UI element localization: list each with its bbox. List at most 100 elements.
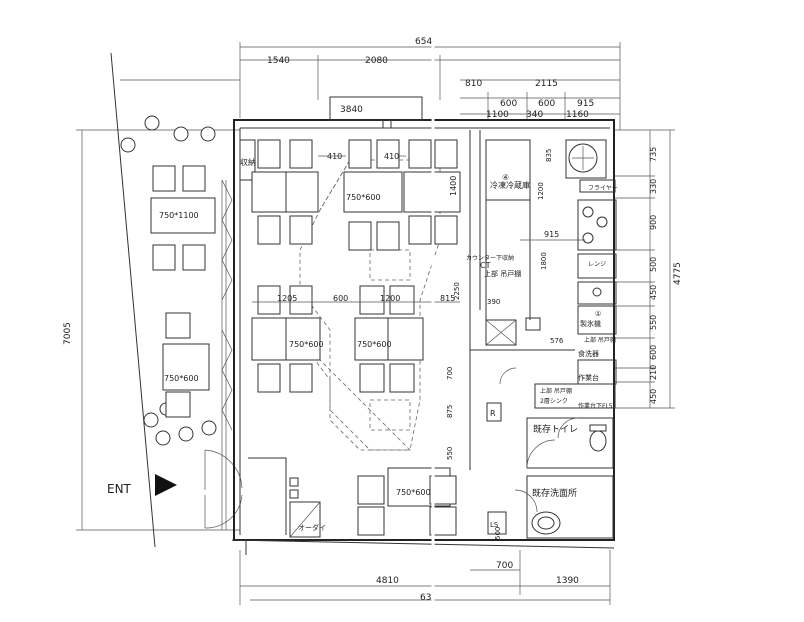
dim-410b: 410	[384, 152, 399, 161]
right-dimensions: 735 330 900 500 450 550 600 210 450 4775	[615, 129, 683, 409]
dish-rack-label: 食洗器	[578, 349, 599, 358]
chair	[257, 139, 281, 169]
table-size-label: 750*600	[289, 340, 324, 349]
site-boundary	[110, 52, 240, 548]
work-table-fl-label: 作業台下FL5	[578, 402, 613, 410]
order-label: オーダイ	[298, 523, 326, 532]
dim-330: 330	[649, 179, 658, 194]
dim-1200: 1200	[380, 294, 400, 303]
chair	[408, 139, 432, 169]
dim-600a: 600	[500, 99, 517, 109]
table-size-label: 750*1100	[159, 211, 199, 220]
chair	[434, 139, 458, 169]
dim-63: 63	[420, 593, 431, 603]
upper-cabinet-label: 上部 吊戸棚	[484, 269, 521, 278]
plant	[200, 126, 216, 142]
dim-600: 600	[649, 345, 658, 360]
dim-4810: 4810	[376, 576, 399, 586]
dim-1205: 1205	[277, 294, 297, 303]
bottom-dimensions: 4810 1390 700 63	[239, 550, 611, 605]
chair	[182, 244, 206, 271]
dim-410a: 410	[327, 152, 342, 161]
table	[343, 171, 403, 213]
plant	[120, 137, 136, 153]
chair	[289, 215, 313, 245]
chair	[348, 139, 372, 169]
entrance-arrow-icon	[155, 474, 177, 496]
upper-cabinet-3: 上部 吊戸棚	[540, 387, 572, 395]
toilet-washroom: 既存トイレ 既存洗面所 LS	[487, 417, 614, 539]
circled-1: ①	[595, 310, 601, 318]
plant	[201, 420, 217, 436]
dim-2250: 2250	[453, 282, 461, 300]
dim-1800: 1800	[540, 252, 548, 270]
chair	[348, 221, 372, 251]
table-size-label: 750*600	[357, 340, 392, 349]
chair	[357, 475, 385, 505]
dim-1390: 1390	[556, 576, 579, 586]
dim-450: 450	[649, 285, 658, 300]
dim-1400: 1400	[449, 176, 458, 196]
table	[162, 343, 210, 391]
chair	[165, 391, 191, 418]
building-walls	[221, 96, 615, 555]
table-size-label: 750*600	[396, 488, 431, 497]
dim-1200-k: 1200	[537, 182, 545, 200]
storage-label: 収納	[240, 157, 256, 167]
storage-area: 収納	[239, 139, 256, 181]
dim-576: 576	[550, 337, 564, 345]
chair	[389, 363, 415, 393]
entrance-label: ENT	[107, 482, 132, 496]
chair	[376, 139, 400, 169]
left-dimension: 7005	[63, 129, 240, 531]
freezer-label: 冷凍冷蔵庫	[490, 180, 530, 190]
dim-735: 735	[649, 147, 658, 162]
chair	[359, 285, 385, 315]
dim-2080: 2080	[365, 56, 388, 66]
chair	[289, 139, 313, 169]
dim-1540: 1540	[267, 56, 290, 66]
dim-total-top: 654	[415, 37, 432, 47]
dim-1160: 1160	[566, 110, 589, 120]
dim-600-mid: 600	[333, 294, 348, 303]
dim-500-k: 500	[494, 527, 502, 540]
dim-450b: 450	[649, 389, 658, 404]
chair	[257, 215, 281, 245]
dim-835: 835	[545, 149, 553, 162]
washroom-label: 既存洗面所	[532, 487, 577, 499]
plant	[155, 430, 171, 446]
chair	[376, 221, 400, 251]
sink-2-label: 2層シンク	[540, 398, 568, 405]
dim-340: 340	[526, 110, 543, 120]
top-dimensions: 654 1540 2080 3840 810 2115 600 600 915 …	[239, 37, 621, 130]
plant	[143, 412, 159, 428]
fryer-label: フライヤー	[588, 185, 618, 192]
r-mark: R	[490, 409, 496, 418]
toilet-label: 既存トイレ	[533, 423, 578, 435]
table	[150, 197, 216, 234]
table-size-label: 750*600	[164, 374, 199, 383]
chair	[182, 165, 206, 192]
dim-600b: 600	[538, 99, 555, 109]
chair	[357, 506, 385, 536]
chair	[389, 285, 415, 315]
table	[387, 317, 424, 361]
plant	[144, 115, 160, 131]
ice-maker-label: 製氷機	[580, 319, 601, 328]
plants-top	[120, 115, 217, 446]
terrace-table-2: 750*600	[162, 312, 210, 418]
dim-875: 875	[446, 405, 454, 418]
dim-1100: 1100	[486, 110, 509, 120]
chair	[359, 363, 385, 393]
dim-550: 550	[649, 315, 658, 330]
plant	[173, 126, 189, 142]
indoor-top-seating: 750*600 410 410 1400	[251, 139, 461, 251]
chair	[165, 312, 191, 339]
dim-210: 210	[649, 365, 658, 380]
chair	[289, 363, 313, 393]
dim-2115: 2115	[535, 79, 558, 89]
upper-cabinet-2: 上部 吊戸棚	[584, 336, 616, 344]
dim-915-k: 915	[544, 230, 559, 239]
dim-550-k: 550	[446, 447, 454, 460]
